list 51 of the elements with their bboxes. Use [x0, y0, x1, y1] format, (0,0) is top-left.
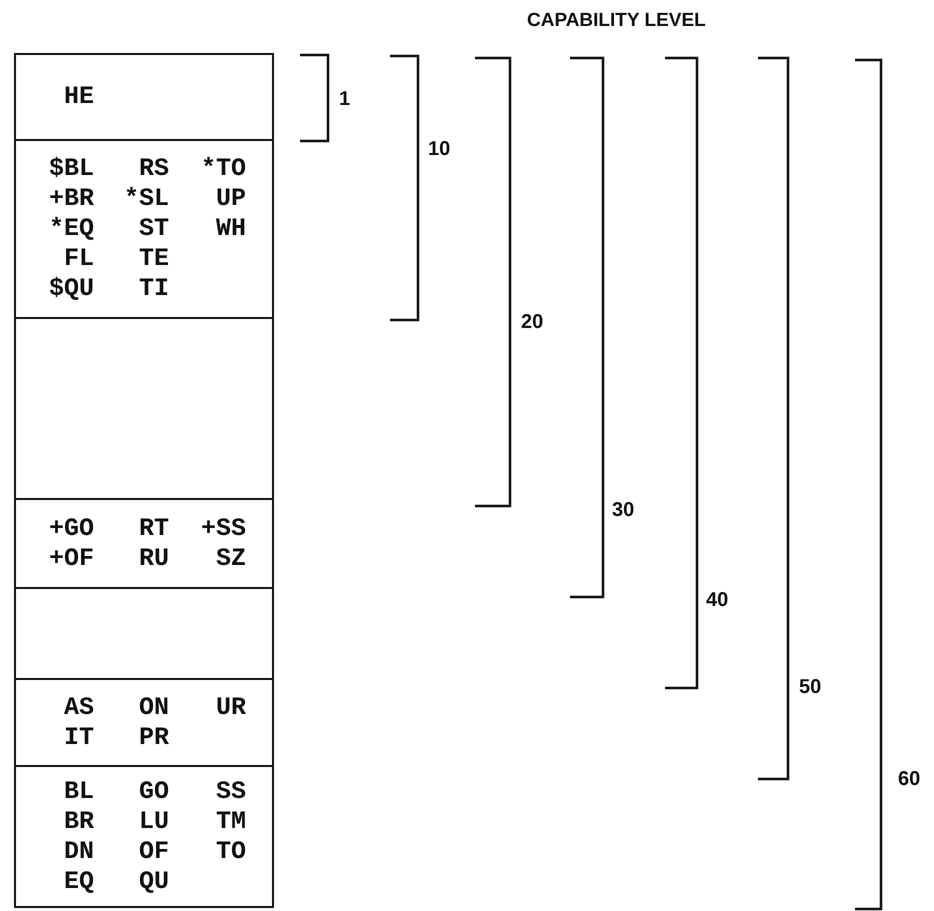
- command-code: UP: [214, 184, 246, 214]
- command-code: DN: [62, 836, 94, 866]
- level-number: 30: [612, 499, 634, 521]
- command-code: WH: [214, 214, 246, 244]
- command-code: ST: [138, 214, 169, 244]
- command-code: IT: [62, 722, 94, 752]
- command-code: FL: [62, 244, 94, 274]
- command-code: BR: [62, 806, 94, 836]
- level-number: 10: [428, 138, 450, 160]
- command-code: UR: [214, 692, 246, 722]
- command-code: BL: [62, 776, 94, 806]
- command-code: RT: [138, 514, 169, 544]
- code-box: [14, 678, 274, 767]
- chart-title: CAPABILITY LEVEL: [527, 10, 706, 32]
- code-box: [14, 139, 274, 319]
- command-code: SS: [214, 776, 246, 806]
- command-code: *SL: [122, 184, 169, 214]
- code-box: [14, 498, 274, 589]
- level-number: 50: [799, 676, 822, 698]
- command-code: OF: [138, 836, 169, 866]
- command-code: TE: [138, 244, 169, 274]
- command-code: EQ: [62, 866, 94, 896]
- command-code: LU: [138, 806, 169, 836]
- command-code: QU: [138, 866, 169, 896]
- command-code: ON: [138, 692, 169, 722]
- command-code: TI: [138, 274, 169, 304]
- command-code: PR: [138, 722, 169, 752]
- command-code: *EQ: [48, 214, 94, 244]
- level-number: 40: [706, 589, 728, 611]
- level-number: 1: [339, 88, 350, 110]
- command-code: TM: [214, 806, 246, 836]
- command-code: RU: [138, 544, 169, 574]
- empty-box: [14, 587, 274, 680]
- level-number: 20: [521, 311, 544, 333]
- command-code: $BL: [48, 154, 94, 184]
- command-code: GO: [138, 776, 169, 806]
- command-code: SZ: [214, 544, 246, 574]
- code-box: [14, 53, 274, 141]
- level-number: 60: [898, 768, 920, 790]
- command-code: $QU: [48, 274, 94, 304]
- code-box: [14, 765, 274, 908]
- command-code: +OF: [48, 544, 94, 574]
- command-code: *TO: [200, 154, 246, 184]
- command-code: RS: [138, 154, 169, 184]
- command-code: +SS: [200, 514, 246, 544]
- empty-box: [14, 317, 274, 500]
- command-code: HE: [62, 82, 94, 112]
- command-code: AS: [62, 692, 94, 722]
- command-code: +GO: [48, 514, 94, 544]
- command-code: +BR: [48, 184, 94, 214]
- command-code: TO: [214, 836, 246, 866]
